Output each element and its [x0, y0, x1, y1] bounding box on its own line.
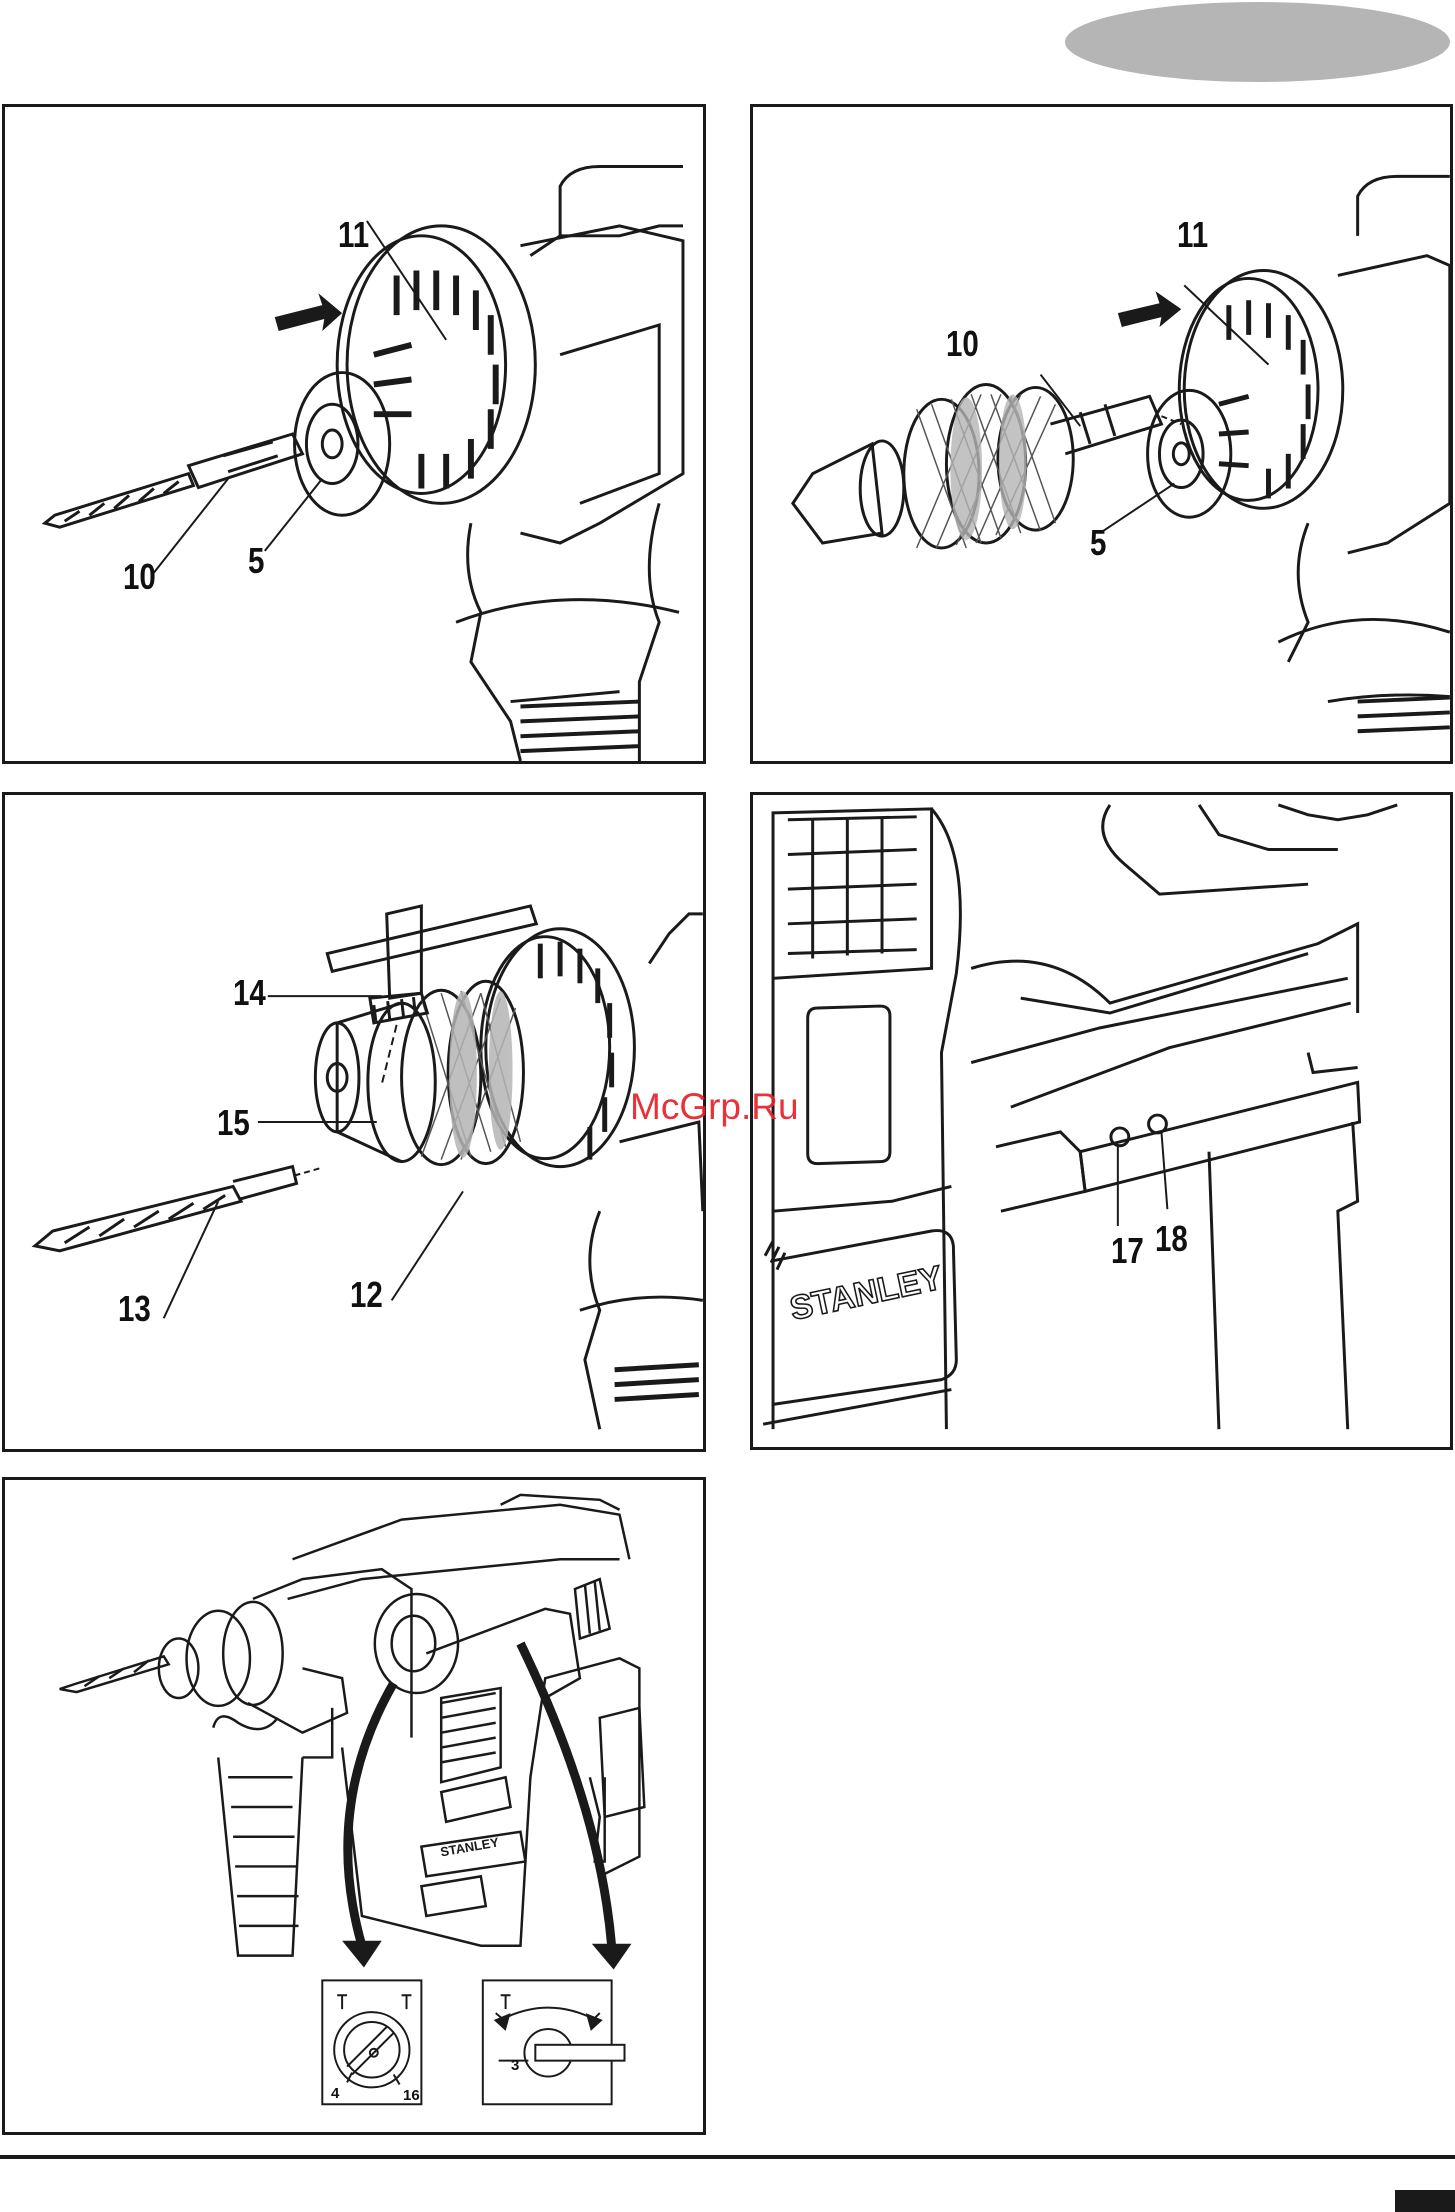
watermark: McGrp.Ru: [630, 1088, 799, 1125]
callout-3: 3: [511, 2058, 519, 2073]
callout-5: 5: [248, 543, 264, 579]
page-number-box: [1395, 2190, 1455, 2212]
drill-illustration-keyed-chuck: [5, 795, 703, 1449]
callout-13: 13: [118, 1291, 151, 1327]
callout-4: 4: [331, 2086, 339, 2101]
drill-illustration-adaptor: [753, 107, 1450, 761]
callout-10: 10: [123, 559, 156, 595]
drill-full-illustration: STANLEY: [5, 1480, 703, 2132]
drill-illustration-sds: [5, 107, 703, 761]
callout-15: 15: [217, 1105, 250, 1141]
callout-17: 17: [1111, 1233, 1144, 1269]
callout-16: 16: [403, 2088, 420, 2103]
figure-indicator-leds: STANLEY 17 18: [750, 792, 1453, 1450]
drill-side-illustration: STANLEY: [753, 795, 1450, 1447]
callout-12: 12: [350, 1277, 383, 1313]
callout-11: 11: [338, 217, 369, 253]
figure-keyed-chuck-bit: 14 15 13 12: [2, 792, 706, 1452]
callout-5: 5: [1090, 525, 1106, 561]
callout-10: 10: [946, 326, 979, 362]
figure-chuck-adaptor-insertion: 11 10 5: [750, 104, 1453, 764]
callout-11: 11: [1177, 217, 1208, 253]
footer-rule: [0, 2155, 1455, 2159]
figure-sds-bit-insertion: 11 5 10: [2, 104, 706, 764]
figure-mode-selection: STANLEY 4 16: [2, 1477, 706, 2135]
callout-18: 18: [1155, 1221, 1188, 1257]
stanley-logo: STANLEY: [787, 1260, 946, 1328]
language-tab: [1065, 2, 1450, 82]
callout-14: 14: [233, 975, 266, 1011]
